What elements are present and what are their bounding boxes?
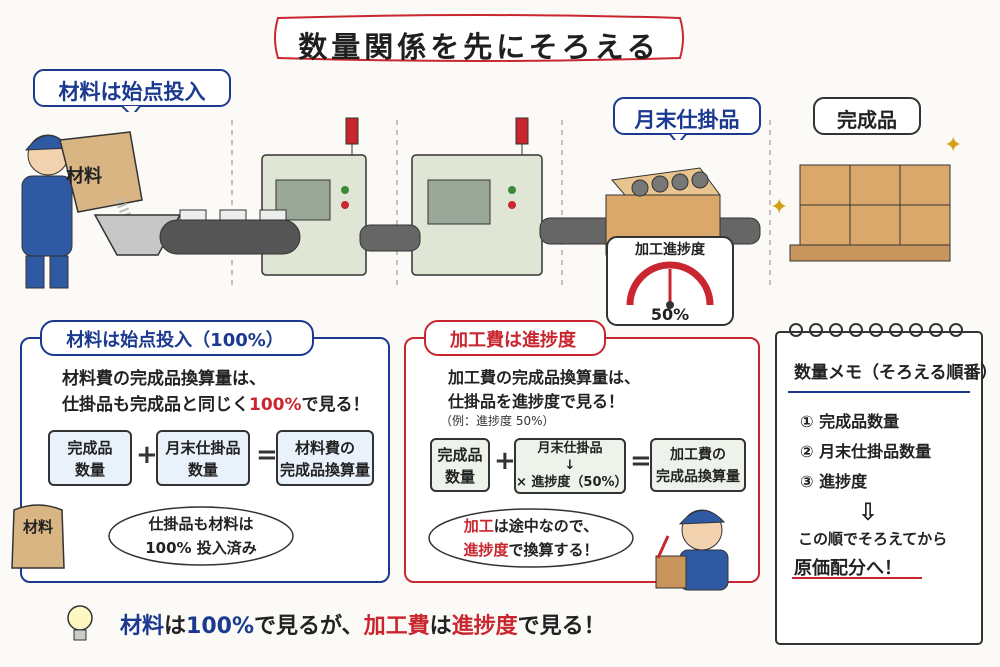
finished-label: 完成品 [837, 108, 897, 132]
material-panel-title-frame [40, 320, 314, 356]
material-box-result-l2: 完成品換算量 [279, 461, 370, 479]
conv-box-wip-arrow: ↓ [564, 458, 576, 473]
material-box-wip-l2: 数量 [187, 461, 218, 479]
material-line1: 材料費の完成品換算量は、 [62, 369, 266, 389]
memo-footer1: この順でそろえてから [798, 530, 948, 548]
summary-p6: は [429, 614, 452, 639]
conversion-line1: 加工費の完成品換算量は、 [448, 368, 641, 387]
material-box-finished-l2: 数量 [74, 461, 105, 479]
conv-box-wip: 月末仕掛品 ↓ × 進捗度（50%） [514, 438, 628, 494]
material-bag-text: 材料 [22, 518, 53, 536]
material-box-finished-l1: 完成品 [67, 439, 113, 457]
summary-line: 材料は100%で見るが、加工費は進捗度で見る！ [120, 608, 606, 640]
finished-tag: 完成品 [812, 96, 922, 136]
material-line2-b: で見る！ [301, 395, 370, 415]
conv-box-finished: 完成品 数量 [430, 438, 490, 492]
memo-title: 数量メモ（そろえる順番） [794, 363, 998, 383]
material-start-label: 材料は始点投入 [58, 80, 206, 104]
material-box-finished: 完成品 数量 [48, 430, 132, 486]
wip-tag: 月末仕掛品 [612, 96, 762, 140]
summary-p8: で見る！ [517, 614, 606, 639]
conversion-cloud-text: 加工は途中なので、 進捗度で換算する！ [426, 514, 636, 562]
memo-arrow-icon: ⇩ [858, 498, 879, 526]
summary-p2: は [164, 614, 187, 639]
conv-plus: + [494, 446, 516, 476]
material-cloud-l2: 100% 投入済み [145, 539, 257, 557]
conversion-cloud: 加工は途中なので、 進捗度で換算する！ [426, 506, 636, 570]
finished-goods-stack: ✦ ✦ [770, 133, 962, 262]
bag-label: 材料 [66, 166, 102, 187]
material-box-wip-l1: 月末仕掛品 [165, 439, 241, 457]
wip-label: 月末仕掛品 [634, 108, 740, 132]
material-cloud-text: 仕掛品も材料は 100% 投入済み [106, 512, 296, 560]
gauge-label: 加工進捗度 [635, 242, 705, 258]
svg-text:✦: ✦ [770, 195, 788, 220]
material-cloud-l1: 仕掛品も材料は [148, 515, 254, 533]
conv-cloud-l2-a: 進捗度 [463, 541, 509, 559]
material-box-result: 材料費の 完成品換算量 [276, 430, 374, 486]
conv-box-finished-l1: 完成品 [437, 446, 483, 464]
conv-cloud-l1-a: 加工 [463, 517, 494, 535]
material-box-result-l1: 材料費の [294, 439, 355, 457]
material-cloud: 仕掛品も材料は 100% 投入済み [106, 504, 296, 568]
conv-box-finished-l2: 数量 [444, 468, 475, 486]
memo-item3: ③ 進捗度 [800, 472, 868, 491]
gauge-value: 50% [650, 305, 690, 324]
conversion-example: （例：進捗度 50%） [440, 414, 555, 428]
memo-item2: ② 月末仕掛品数量 [800, 442, 932, 461]
summary-p5: 加工費 [363, 614, 430, 639]
conversion-panel-title-frame [424, 320, 606, 356]
material-line2-pct: 100% [249, 395, 302, 415]
conversion-panel-title: 加工費は進捗度 [450, 330, 576, 351]
material-box-wip: 月末仕掛品 数量 [156, 430, 250, 486]
material-plus: + [136, 440, 158, 470]
conv-box-result: 加工費の 完成品換算量 [650, 438, 746, 492]
summary-p3: 100% [186, 614, 254, 639]
memo-item1: ① 完成品数量 [800, 412, 900, 431]
worker-clipboard-illustration [655, 509, 729, 591]
conv-box-result-l2: 完成品換算量 [656, 469, 740, 485]
machine-2 [411, 117, 543, 276]
summary-p1: 材料 [120, 614, 165, 639]
material-start-tag: 材料は始点投入 [32, 68, 232, 112]
conv-box-result-l1: 加工費の [670, 447, 726, 463]
svg-text:✦: ✦ [944, 133, 962, 158]
page-title: 数量関係を先にそろえる [298, 30, 660, 64]
conv-equals: = [630, 446, 652, 476]
material-line2-a: 仕掛品も完成品と同じく [62, 395, 249, 415]
title-banner: 数量関係を先にそろえる [270, 10, 688, 66]
conv-box-wip-l1: 月末仕掛品 [537, 441, 603, 456]
conv-cloud-l1-b: は途中なので、 [493, 517, 599, 535]
progress-gauge: 加工進捗度 50% [605, 235, 735, 327]
conversion-line2: 仕掛品を進捗度で見る！ [448, 392, 625, 411]
memo-notepad: 数量メモ（そろえる順番） ① 完成品数量 ② 月末仕掛品数量 ③ 進捗度 ⇩ こ… [772, 322, 998, 648]
summary-p7: 進捗度 [451, 614, 518, 639]
material-panel-title: 材料は始点投入（100%） [66, 330, 284, 351]
material-line2: 仕掛品も完成品と同じく100%で見る！ [62, 390, 370, 415]
memo-footer2: 原価配分へ！ [794, 558, 902, 579]
worker-left-illustration [21, 134, 73, 289]
conv-cloud-l2-b: で換算する！ [508, 541, 599, 559]
lightbulb-icon [67, 605, 93, 641]
conv-box-wip-l3: × 進捗度（50%） [516, 475, 628, 490]
summary-p4: で見るが、 [254, 614, 364, 639]
material-equals: = [256, 440, 278, 470]
material-bag-icon: 材料 [8, 500, 68, 572]
